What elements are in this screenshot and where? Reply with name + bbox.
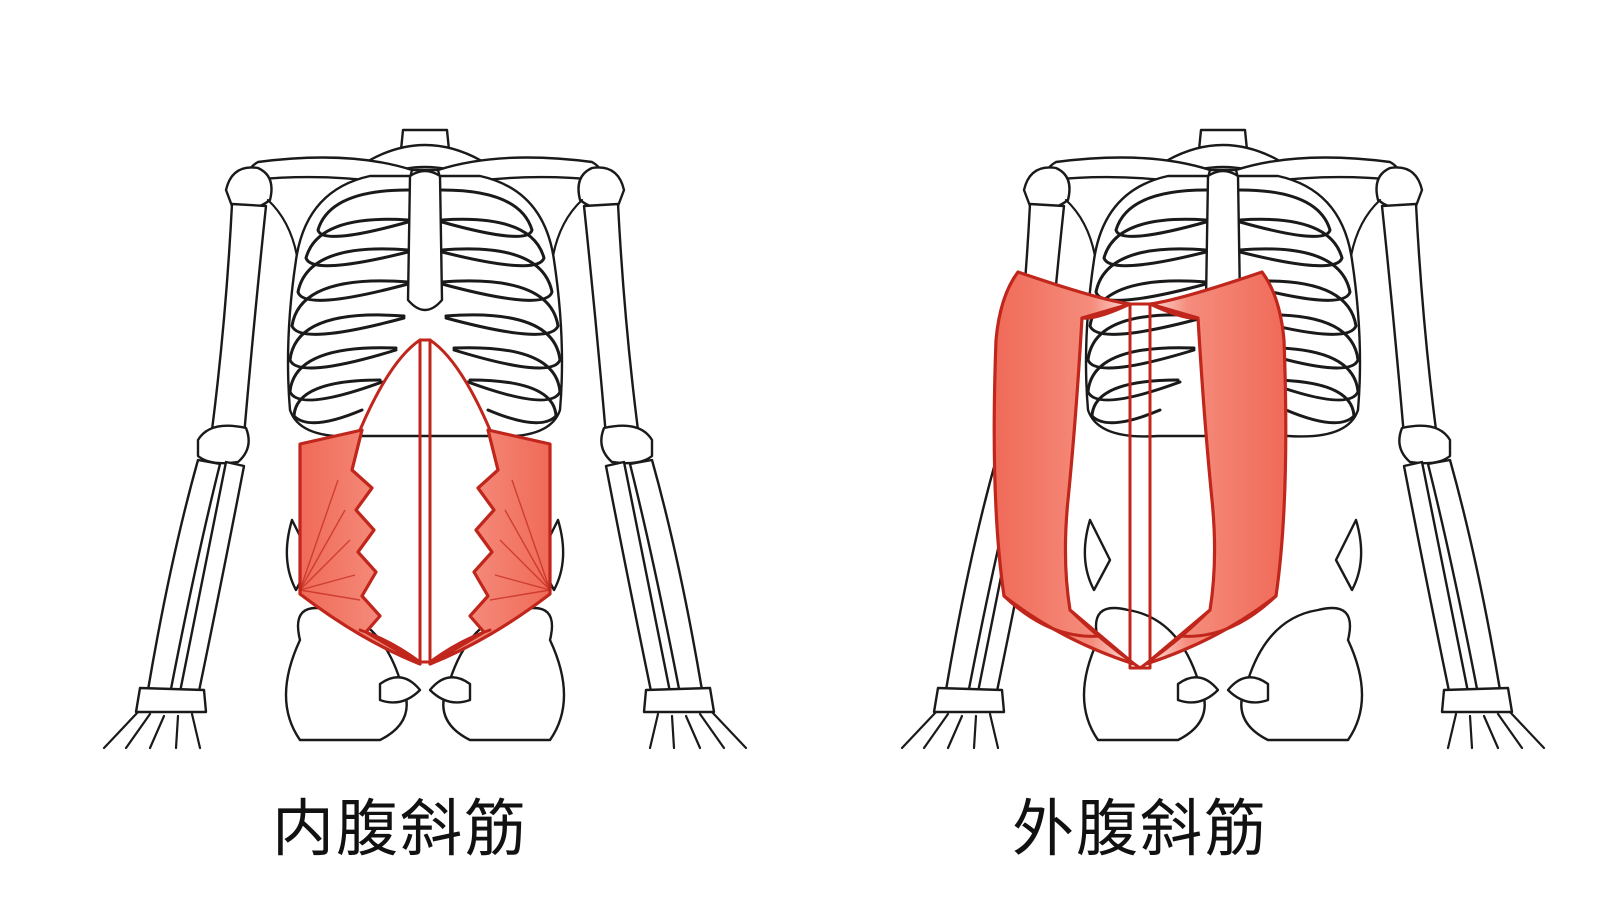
- panel-external-oblique: 外腹斜筋: [800, 0, 1600, 900]
- internal-oblique-right: [428, 428, 552, 666]
- external-oblique-illustration: [900, 128, 1546, 750]
- internal-oblique-left: [298, 428, 422, 666]
- panel-internal-oblique: 内腹斜筋: [102, 128, 748, 865]
- internal-oblique-illustration: [102, 128, 748, 750]
- skeleton-figure: [102, 128, 748, 750]
- label-external-oblique: 外腹斜筋: [1011, 792, 1268, 865]
- label-internal-oblique: 内腹斜筋: [271, 792, 528, 865]
